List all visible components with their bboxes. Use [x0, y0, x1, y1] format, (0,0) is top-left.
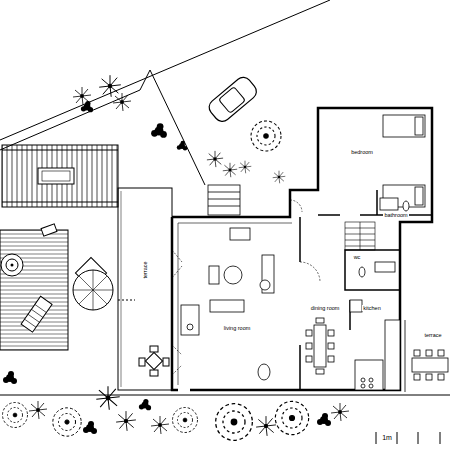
room-label: living room	[223, 325, 252, 331]
room-label: bedroom	[350, 149, 374, 155]
room-label: dining room	[310, 305, 341, 311]
room-label: terrace	[142, 260, 148, 279]
room-label: terrace	[423, 332, 442, 338]
scale-label: 1m	[381, 434, 393, 442]
room-label: bathroom	[383, 212, 408, 218]
room-label: kitchen	[362, 305, 381, 311]
room-label: wc	[353, 254, 362, 260]
